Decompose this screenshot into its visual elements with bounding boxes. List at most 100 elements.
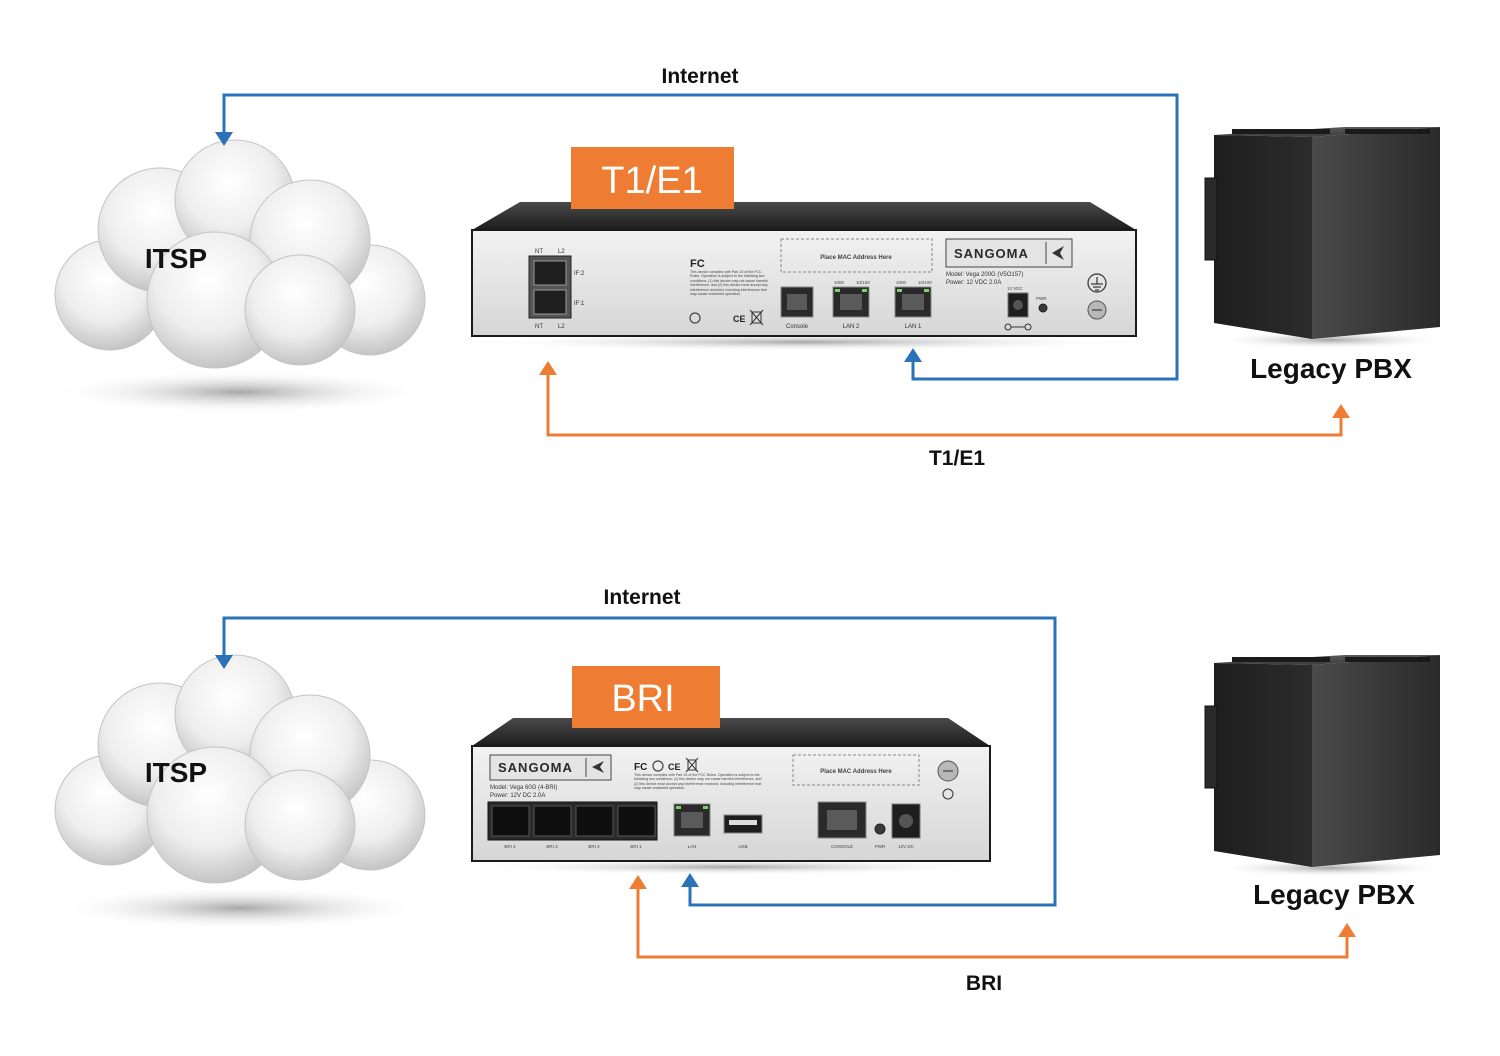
brand-plate (489, 754, 612, 781)
cloud-shadow (50, 886, 430, 930)
compliance-text-box: This device complies with Part 15 of the… (634, 773, 762, 791)
mac-address-box (780, 238, 933, 273)
legacy-pbx: Legacy PBX (1204, 127, 1450, 384)
pbx-label: Legacy PBX (1253, 879, 1415, 910)
compliance-text-box: This device complies with Part 15 of the… (690, 270, 768, 297)
badge-bri: BRI (572, 666, 720, 728)
internet-line (222, 93, 1179, 381)
bri1-port[interactable] (617, 805, 656, 837)
lan1-speed-right: 10/100 (918, 280, 932, 285)
cloud-label: ITSP (145, 757, 207, 788)
lan-led-left (676, 806, 681, 809)
port-l2-top-label: L2 (558, 249, 565, 255)
tdm-connection: BRI (629, 875, 1356, 995)
mac-address-placeholder: Place MAC Address Here (820, 255, 892, 261)
cloud-shadow (50, 370, 430, 414)
lan1-led-right (924, 289, 929, 292)
internet-connection: Internet (215, 586, 1057, 907)
port-if2-label: IF:2 (574, 271, 585, 277)
bri4-label: BRI 4 (504, 844, 516, 849)
compliance-text: This device complies with Part 15 of the… (634, 773, 762, 791)
internet-label: Internet (661, 65, 738, 88)
pbx-label: Legacy PBX (1250, 353, 1412, 384)
console-port-socket (787, 294, 807, 310)
console-label: CONSOLE (831, 844, 853, 849)
lan2-speed-right: 10/100 (856, 280, 870, 285)
bri2-label: BRI 2 (588, 844, 600, 849)
fcc-mark: FC (690, 258, 705, 270)
cloud-label: ITSP (145, 243, 207, 274)
bri1-label: BRI 1 (630, 844, 642, 849)
bri2-port[interactable] (575, 805, 614, 837)
lan2-port-socket (840, 294, 862, 310)
pwr-led (874, 823, 886, 835)
compliance-text: This device complies with Part 15 of the… (690, 270, 768, 297)
pbx-mount-bracket (1204, 705, 1218, 789)
weee-bin-icon (685, 757, 699, 773)
pbx-vent-grille-2 (1345, 657, 1430, 662)
tdm-label: BRI (966, 972, 1002, 995)
recycle-icon (652, 760, 664, 772)
pbx-shadow (1210, 859, 1450, 877)
brand-logo: SANGOMA (498, 760, 573, 775)
usb-label: USB (738, 844, 747, 849)
ground-lines (1091, 277, 1103, 291)
dc-power-socket (1013, 300, 1023, 310)
pbx-mount-bracket (1204, 177, 1218, 261)
tdm-arrow-device (629, 875, 647, 889)
cloud-shape (54, 654, 426, 884)
pbx-front (1312, 127, 1440, 339)
internet-arrow-device (904, 348, 922, 362)
internet-arrow-cloud (215, 655, 233, 669)
pbx-side (1214, 663, 1312, 867)
scenario-bri: ITSP Internet BRI SANGOMA Model: V (50, 586, 1450, 995)
t1-port-1[interactable] (533, 289, 567, 315)
tdm-arrow-pbx (1332, 404, 1350, 418)
internet-arrow-device (681, 873, 699, 887)
weee-bin-icon (749, 309, 764, 326)
fcc-mark: FC (634, 762, 647, 773)
device-shadow (460, 333, 1150, 351)
dc-power-socket (899, 814, 913, 828)
ground-symbol-icon (1087, 273, 1107, 293)
dc-label: 12 VDC (1007, 286, 1024, 291)
tdm-label: T1/E1 (929, 447, 985, 470)
power-line: Power: 12V DC 2.0A (490, 793, 545, 799)
lan1-port-socket (902, 294, 924, 310)
dc-label: 12V DC (898, 844, 915, 849)
lan2-label: LAN 2 (843, 324, 860, 330)
model-line: Model: Vega 60G (4-BRI) (490, 785, 557, 791)
ce-mark: CE (733, 314, 746, 324)
internet-line (222, 616, 1057, 907)
pbx-front (1312, 655, 1440, 867)
lan-label: LAN (688, 844, 697, 849)
console-label: Console (786, 324, 809, 330)
lan1-speed-left: 1000 (896, 280, 907, 285)
bri4-port[interactable] (491, 805, 530, 837)
console-port-socket (827, 810, 857, 830)
lan-port-socket (681, 812, 703, 828)
brand-plate (945, 238, 1073, 268)
device-lid (472, 718, 990, 746)
badge-label: T1/E1 (601, 160, 702, 202)
t1-port-2[interactable] (533, 260, 567, 286)
pbx-vent-grille-1 (1232, 129, 1330, 134)
port-if1-label: IF:1 (574, 301, 585, 307)
dc-polarity-icon (1004, 323, 1032, 331)
itsp-cloud: ITSP (50, 654, 430, 930)
pwr-label: PWR (1036, 296, 1047, 301)
itsp-cloud: ITSP (50, 139, 430, 414)
mac-address-box (792, 754, 920, 786)
lan1-led-left (897, 289, 902, 292)
bri3-port[interactable] (533, 805, 572, 837)
lan2-led-right (862, 289, 867, 292)
internet-connection: Internet (215, 65, 1179, 381)
pbx-shadow (1210, 331, 1450, 349)
tdm-line (546, 372, 1343, 437)
pwr-led (1038, 303, 1048, 313)
pwr-label: PWR (875, 844, 886, 849)
gateway-device-bri: SANGOMA Model: Vega 60G (4-BRI) Power: 1… (465, 718, 995, 875)
badge-t1e1: T1/E1 (571, 147, 734, 209)
power-line: Power: 12 VDC 2.0A (946, 280, 1001, 286)
